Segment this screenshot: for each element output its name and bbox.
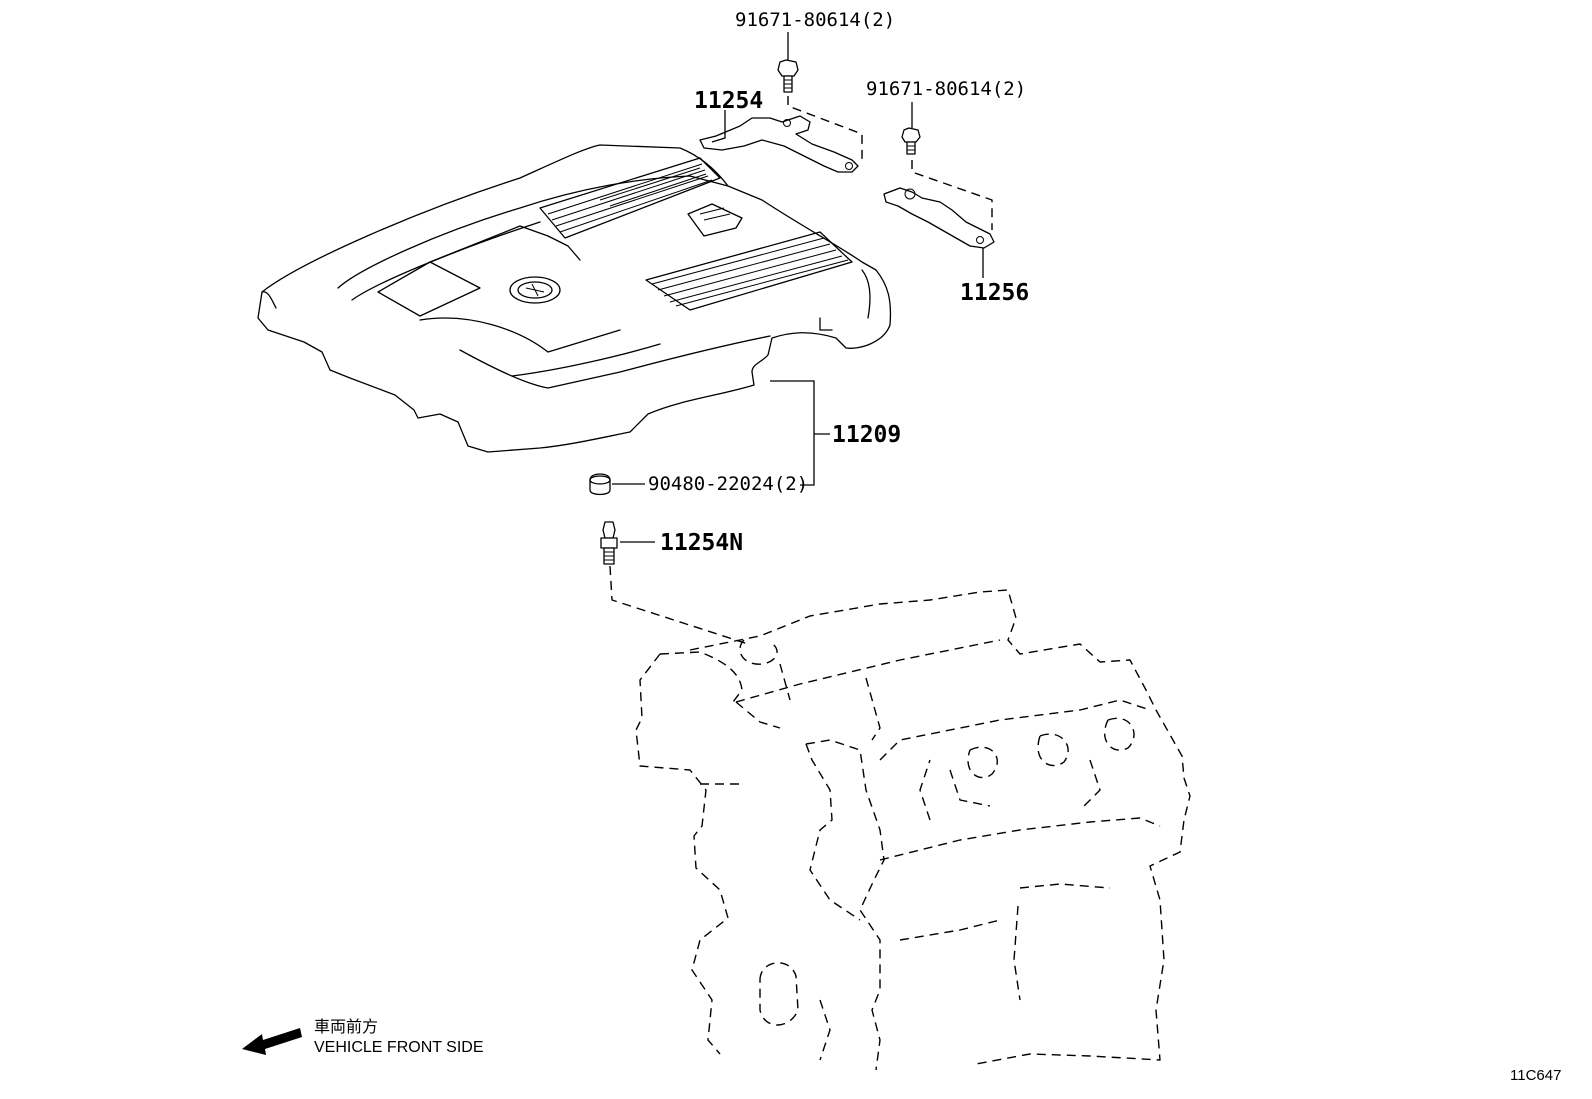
stud-icon: [600, 521, 618, 565]
vehicle-front-note: 車両前方 VEHICLE FRONT SIDE: [242, 1018, 484, 1056]
engine-cover: [257, 144, 892, 453]
bolt-upper-icon: [777, 59, 799, 93]
leader-bracket-left: [711, 110, 726, 143]
emblem-icon: [509, 276, 561, 304]
bracket-left: [699, 115, 859, 173]
figure-code: 11C647: [1510, 1067, 1561, 1084]
direction-japanese: 車両前方: [314, 1018, 378, 1036]
leader-engine-cover: [770, 380, 830, 486]
bolt-right-icon: [901, 127, 921, 155]
label-engine-cover: 11209: [832, 422, 901, 448]
lower-rib-area: [645, 231, 853, 311]
label-grommet: 90480-22024(2): [648, 473, 808, 495]
direction-english: VEHICLE FRONT SIDE: [314, 1039, 484, 1056]
arrow-left-icon: [242, 1028, 302, 1055]
label-bracket-right: 11256: [960, 280, 1029, 306]
grommet-icon: [589, 473, 611, 496]
label-bracket-left: 11254: [694, 88, 763, 114]
engine-outline: [635, 589, 1191, 1071]
upper-rib-area: [539, 157, 721, 239]
label-bolt-upper: 91671-80614(2): [735, 9, 895, 31]
label-stud: 11254N: [660, 530, 743, 556]
bracket-right: [883, 187, 995, 249]
label-bolt-right: 91671-80614(2): [866, 78, 1026, 100]
oil-cap-icon: [687, 203, 743, 237]
